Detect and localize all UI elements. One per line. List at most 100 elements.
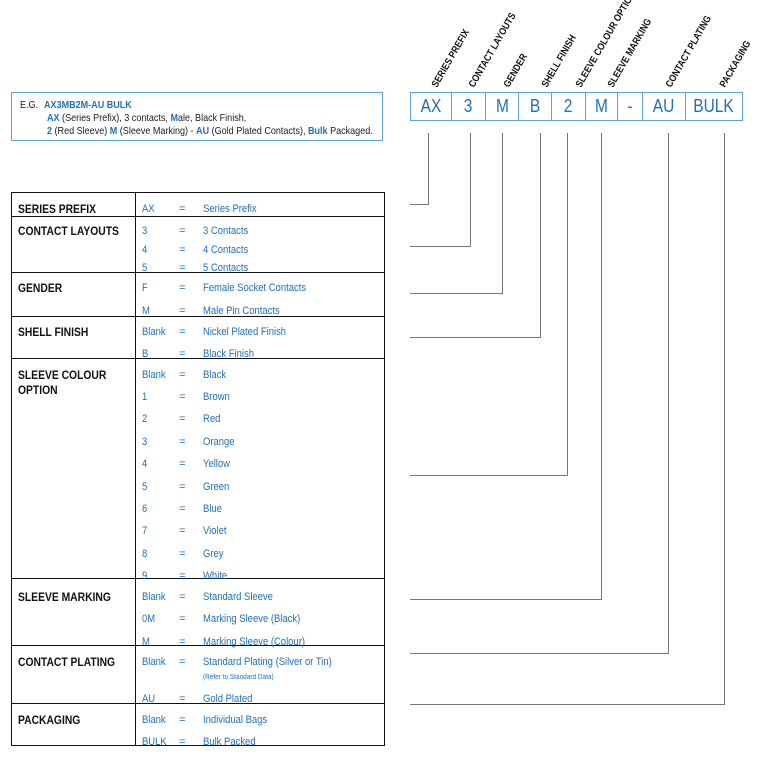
- connector-line: [410, 599, 602, 600]
- equals-sign: =: [179, 656, 186, 668]
- example-text-part: (Series Prefix), 3 contacts,: [59, 112, 171, 124]
- option-description: Red: [203, 413, 221, 425]
- connector-line: [410, 704, 725, 705]
- option-code: 8: [142, 548, 148, 560]
- connector-line: [502, 133, 503, 293]
- code-box-value: M: [595, 96, 608, 116]
- equals-sign: =: [179, 282, 186, 294]
- equals-sign: =: [179, 391, 186, 403]
- equals-sign: =: [179, 458, 186, 470]
- example-text-part: AU: [196, 125, 210, 137]
- option-code: 3: [142, 225, 148, 237]
- connector-line: [410, 475, 568, 476]
- code-box: 2: [551, 92, 586, 121]
- code-box-value: 3: [464, 96, 473, 116]
- table-row-divider: [12, 316, 384, 317]
- category-label: SLEEVE MARKING: [18, 590, 111, 604]
- example-box: E.G. AX3MB2M-AU BULK AX (Series Prefix),…: [11, 92, 383, 141]
- connector-line: [470, 133, 471, 246]
- table-row-divider: [12, 703, 384, 704]
- connector-line: [410, 653, 669, 654]
- equals-sign: =: [179, 305, 186, 317]
- category-label: CONTACT LAYOUTS: [18, 224, 119, 238]
- example-prefix: E.G.: [20, 99, 39, 111]
- option-code: AX: [142, 203, 155, 215]
- option-description: Black Finish: [203, 348, 254, 360]
- example-code: AX3MB2M-AU BULK: [44, 99, 132, 111]
- option-code: 0M: [142, 613, 156, 625]
- option-description: 3 Contacts: [203, 225, 249, 237]
- option-description: Blue: [203, 503, 222, 515]
- example-line-1: E.G. AX3MB2M-AU BULK: [20, 99, 132, 111]
- table-row-divider: [12, 216, 384, 217]
- equals-sign: =: [179, 203, 186, 215]
- code-box: 3: [451, 92, 486, 121]
- column-header: GENDER: [502, 52, 530, 90]
- option-code: 7: [142, 525, 148, 537]
- option-code: 4: [142, 458, 148, 470]
- example-text-part: 2: [47, 125, 53, 137]
- option-code: 2: [142, 413, 148, 425]
- option-description: Standard Sleeve: [203, 591, 273, 603]
- option-code: M: [142, 636, 150, 648]
- option-description: 4 Contacts: [203, 244, 249, 256]
- example-text-part: (Gold Plated Contacts),: [209, 125, 308, 137]
- code-box-value: -: [627, 96, 633, 116]
- connector-line: [724, 133, 725, 704]
- equals-sign: =: [179, 693, 186, 705]
- example-text-part: (Red Sleeve): [52, 125, 110, 137]
- equals-sign: =: [179, 436, 186, 448]
- example-text-part: Packaged.: [327, 125, 373, 137]
- code-box: -: [617, 92, 643, 121]
- option-code: M: [142, 305, 150, 317]
- example-line-2: AX (Series Prefix), 3 contacts, Male, Bl…: [47, 112, 246, 124]
- option-description: Grey: [203, 548, 224, 560]
- example-text-part: Bulk: [307, 125, 328, 137]
- code-box: M: [485, 92, 519, 121]
- option-code: 5: [142, 481, 148, 493]
- table-row-divider: [12, 358, 384, 359]
- option-code: Blank: [142, 326, 166, 338]
- option-code: 5: [142, 262, 148, 274]
- option-description: Yellow: [203, 458, 231, 470]
- option-code: Blank: [142, 369, 166, 381]
- equals-sign: =: [179, 225, 186, 237]
- equals-sign: =: [179, 244, 186, 256]
- option-note: (Refer to Standard Data): [203, 672, 274, 681]
- connector-line: [410, 246, 471, 247]
- option-code: AU: [142, 693, 156, 705]
- code-box-value: AU: [653, 96, 675, 116]
- option-code: 4: [142, 244, 148, 256]
- option-code: Blank: [142, 591, 166, 603]
- code-box-value: AX: [420, 96, 442, 116]
- option-description: 5 Contacts: [203, 262, 249, 274]
- option-description: Marking Sleeve (Black): [203, 613, 301, 625]
- option-description: Standard Plating (Silver or Tin): [203, 656, 332, 668]
- table-row-divider: [12, 578, 384, 579]
- equals-sign: =: [179, 548, 186, 560]
- code-box: AU: [642, 92, 686, 121]
- option-description: Orange: [203, 436, 235, 448]
- option-code: BULK: [142, 736, 167, 748]
- connector-line: [540, 133, 541, 337]
- connector-line: [567, 133, 568, 475]
- option-code: Blank: [142, 656, 166, 668]
- category-label: GENDER: [18, 281, 63, 295]
- example-text-part: M: [109, 125, 118, 137]
- equals-sign: =: [179, 348, 186, 360]
- connector-line: [410, 337, 541, 338]
- equals-sign: =: [179, 736, 186, 748]
- column-header: PACKAGING: [718, 39, 754, 90]
- equals-sign: =: [179, 591, 186, 603]
- connector-line: [410, 204, 429, 205]
- option-description: Series Prefix: [203, 203, 257, 215]
- equals-sign: =: [179, 714, 186, 726]
- option-code: Blank: [142, 714, 166, 726]
- option-description: Violet: [203, 525, 227, 537]
- connector-line: [668, 133, 669, 653]
- example-text-part: M: [170, 112, 178, 124]
- code-box: BULK: [685, 92, 743, 121]
- code-box: M: [585, 92, 618, 121]
- column-header: CONTACT PLATING: [664, 13, 714, 90]
